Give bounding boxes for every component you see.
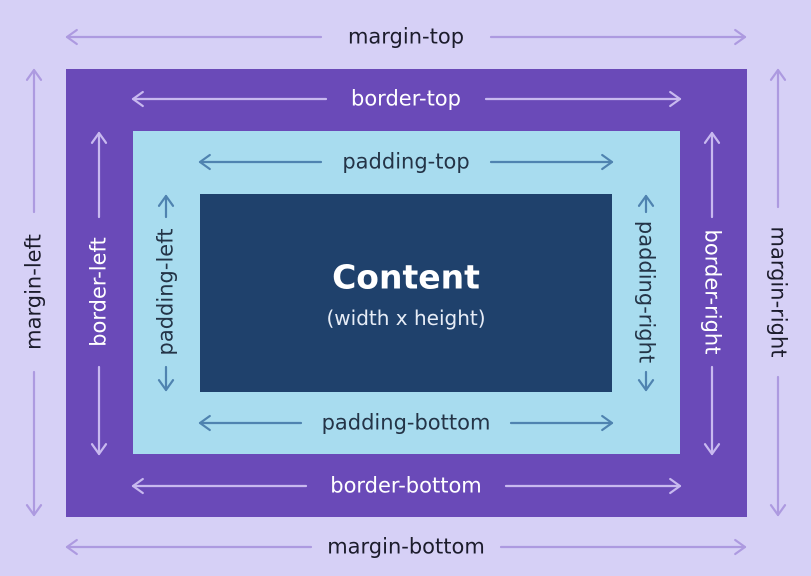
margin-bottom-label: margin-bottom — [327, 534, 485, 559]
margin-left-arrowhead-start — [25, 68, 43, 81]
padding-left-arrowhead-start — [157, 194, 175, 207]
padding-bottom-arrowhead-end — [601, 414, 614, 432]
padding-top-label: padding-top — [342, 149, 470, 174]
border-right-arrowhead-start — [703, 131, 721, 144]
padding-bottom-label: padding-bottom — [321, 410, 491, 435]
border-top-label: border-top — [351, 86, 461, 111]
margin-left-label: margin-left — [21, 234, 46, 350]
padding-right-arrowhead-end — [637, 379, 655, 392]
padding-right-arrowhead-start — [637, 194, 655, 207]
margin-top-arrowhead-end — [734, 28, 747, 46]
border-right-arrowhead-end — [703, 443, 721, 456]
border-bottom-arrowhead-end — [669, 477, 682, 495]
border-left-arrowhead-start — [90, 131, 108, 144]
border-bottom-arrowhead-start — [131, 477, 144, 495]
border-left-label: border-left — [86, 237, 111, 347]
border-top-arrowhead-end — [669, 90, 682, 108]
padding-top-arrowhead-end — [601, 153, 614, 171]
margin-right-arrowhead-start — [769, 68, 787, 81]
margin-bottom-arrowhead-end — [734, 538, 747, 556]
border-bottom-label: border-bottom — [330, 473, 482, 498]
margin-right-label: margin-right — [766, 226, 791, 358]
border-top-arrowhead-start — [131, 90, 144, 108]
padding-right-label: padding-right — [634, 220, 659, 364]
content-subtitle: (width x height) — [326, 306, 486, 330]
padding-left-arrowhead-end — [157, 379, 175, 392]
padding-bottom-arrowhead-start — [198, 414, 211, 432]
margin-top-label: margin-top — [347, 24, 465, 49]
margin-right-arrowhead-end — [769, 504, 787, 517]
margin-bottom-arrowhead-start — [65, 538, 78, 556]
margin-left-arrowhead-end — [25, 504, 43, 517]
padding-left-label: padding-left — [153, 228, 178, 356]
border-right-label: border-right — [700, 229, 725, 355]
padding-top-arrowhead-start — [198, 153, 211, 171]
content-title: Content — [332, 257, 480, 297]
content-area — [200, 194, 612, 392]
border-left-arrowhead-end — [90, 443, 108, 456]
margin-top-arrowhead-start — [65, 28, 78, 46]
